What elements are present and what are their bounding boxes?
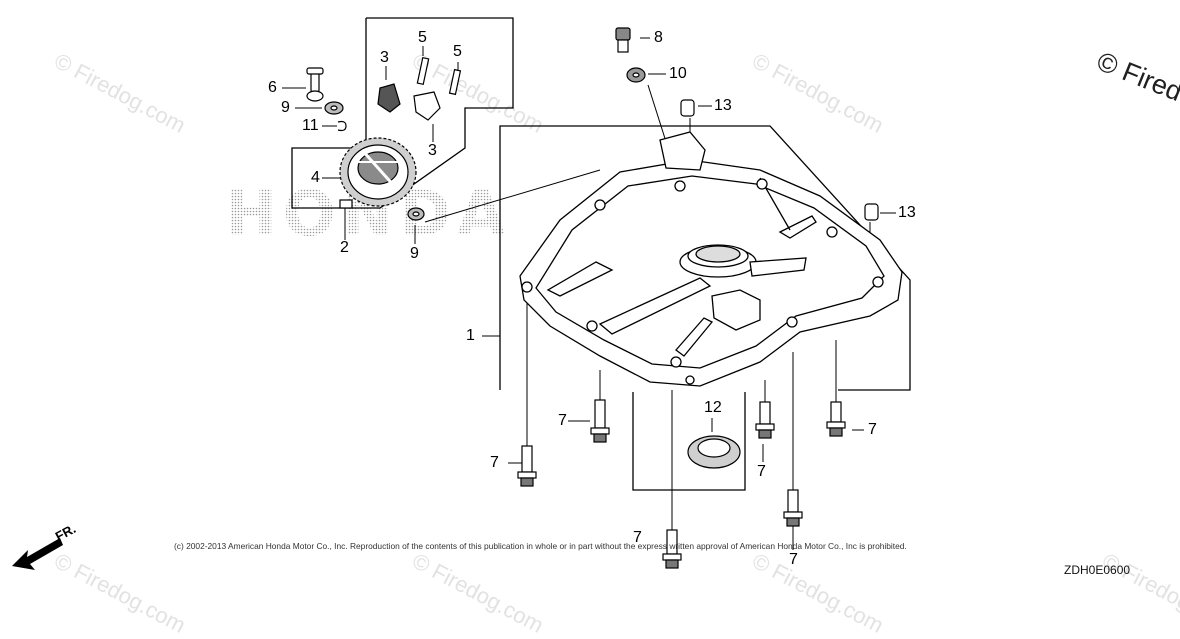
pin-5a [416, 56, 430, 86]
oil-seal-group-bracket [632, 392, 746, 491]
callout-7: 7 [633, 529, 642, 546]
bolt-7 [662, 529, 682, 569]
callout-1: 1 [466, 327, 475, 344]
callout-9: 9 [410, 245, 419, 262]
crankcase-cover [519, 131, 903, 387]
holder-3b [413, 91, 441, 121]
bolt-7 [826, 401, 846, 437]
front-direction-arrow [12, 538, 63, 570]
pin-6 [310, 71, 320, 93]
callout-13: 13 [714, 97, 732, 114]
callout-7: 7 [558, 412, 567, 429]
bolt-7 [590, 399, 610, 443]
callout-13: 13 [898, 204, 916, 221]
callout-3: 3 [428, 142, 437, 159]
diagram-code: ZDH0E0600 [1064, 563, 1131, 577]
copyright-notice: (c) 2002-2013 American Honda Motor Co., … [174, 541, 907, 551]
flange-bolts [517, 399, 846, 569]
bolt-7 [517, 445, 537, 487]
bolt-8 [615, 27, 631, 41]
callout-8: 8 [654, 29, 663, 46]
callout-3: 3 [380, 49, 389, 66]
bolt-7 [755, 401, 775, 439]
callout-7: 7 [868, 421, 877, 438]
parts-diagram: HONDA [12, 17, 911, 570]
clip-11 [337, 120, 347, 132]
governor-shaft [339, 199, 353, 209]
callout-9: 9 [281, 99, 290, 116]
governor-group-bracket [291, 17, 514, 209]
bolt-7 [783, 489, 803, 527]
governor-gear [339, 137, 417, 207]
pin-5b [448, 68, 462, 96]
small-parts [306, 27, 879, 469]
callout-7: 7 [490, 454, 499, 471]
callout-5: 5 [453, 43, 462, 60]
assembly-brackets [291, 17, 911, 491]
callout-10: 10 [669, 65, 687, 82]
callout-12: 12 [704, 399, 722, 416]
callout-7: 7 [789, 551, 798, 568]
callout-5: 5 [418, 29, 427, 46]
callout-2: 2 [340, 239, 349, 256]
callout-6: 6 [268, 79, 277, 96]
dowel-13a [680, 99, 695, 117]
callout-11: 11 [302, 117, 319, 134]
callout-4: 4 [311, 169, 320, 186]
dowel-13b [864, 203, 879, 221]
holder-3a [377, 83, 401, 113]
crankcase-group-bracket [499, 125, 911, 391]
callout-7: 7 [757, 463, 766, 480]
